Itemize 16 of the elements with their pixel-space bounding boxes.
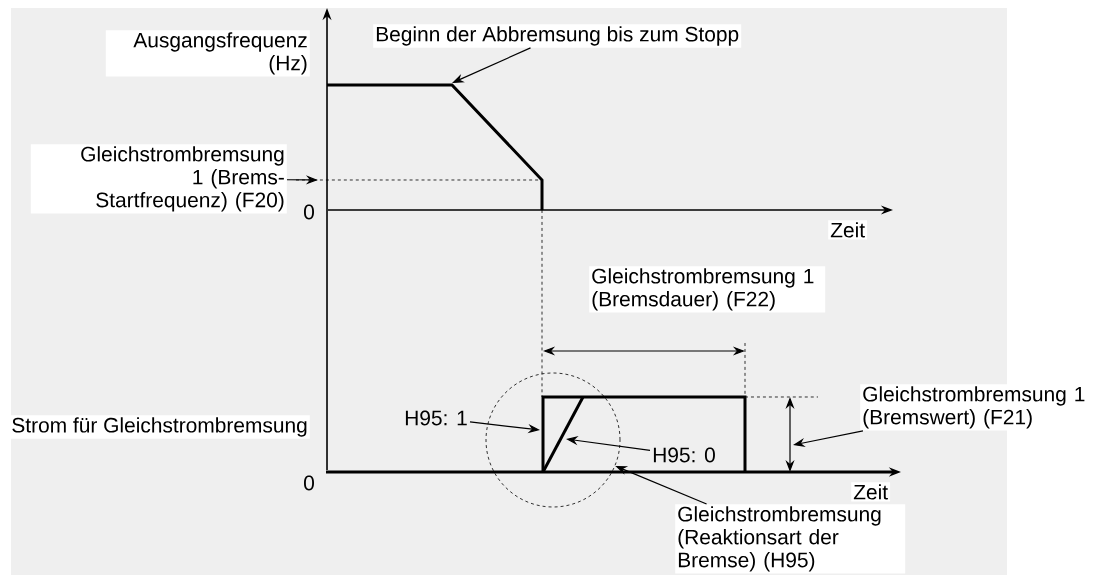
callout-text: Gleichstrombremsung 1 (Brems-Startfrequenz) (F20)	[30, 144, 287, 214]
axis-label: 0	[304, 475, 314, 491]
axis-label: Ausgangsfrequenz (Hz)	[105, 30, 310, 77]
dashed-circle	[485, 372, 621, 508]
callout-text: H95: 1	[405, 410, 467, 426]
leader-line	[452, 47, 532, 83]
dimension-label: Gleichstrombremsung 1 (Bremsdauer) (F22)	[589, 266, 826, 313]
frequency-curve	[327, 83, 544, 210]
callout-text: Gleichstrombremsung 1 (Bremswert) (F21)	[860, 384, 1097, 431]
axis-label: Strom für Gleichstrombremsung	[9, 415, 310, 439]
current-curve	[541, 395, 747, 472]
callout-text: Gleichstrombremsung (Reaktionsart der Bremse) (H95)	[675, 504, 906, 574]
axis-label: Zeit	[851, 482, 891, 502]
axis-label: 0	[304, 204, 314, 220]
callout-text: Beginn der Abbremsung bis zum Stopp	[373, 24, 742, 48]
axis-label: Zeit	[828, 220, 868, 240]
